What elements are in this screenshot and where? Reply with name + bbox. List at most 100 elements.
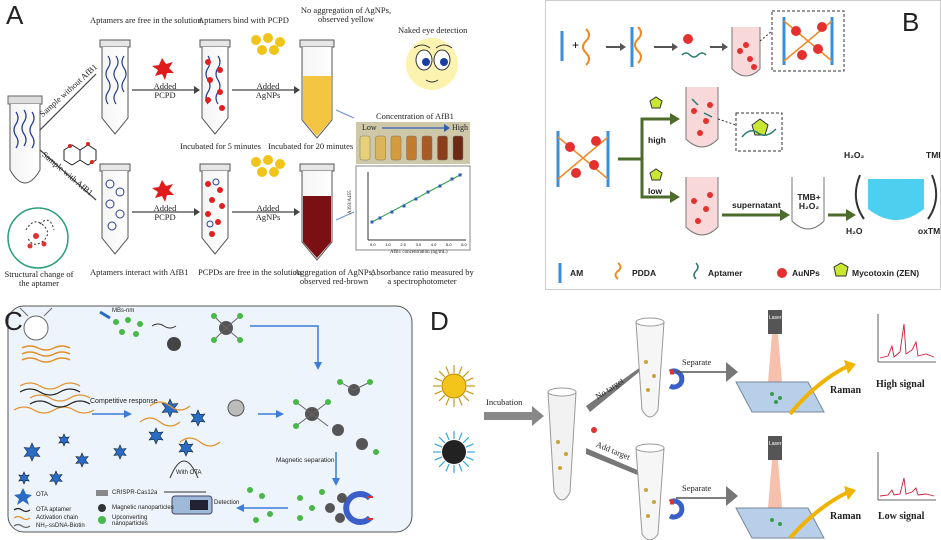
label-raman-2: Raman (830, 511, 862, 522)
target-dot (591, 427, 597, 433)
label-laser-1: Laser (769, 315, 782, 321)
ligand (458, 397, 463, 406)
legend-ota-aptamer: OTA aptamer (36, 507, 72, 513)
tube-top-2 (199, 39, 231, 135)
data-point (390, 210, 394, 214)
tube-top-1 (99, 39, 131, 135)
label-separate-1: Separate (682, 357, 712, 367)
vial (390, 135, 402, 161)
label-incubation: Incubation (486, 397, 523, 407)
flask-icon (19, 307, 53, 341)
ligand (438, 370, 446, 378)
label-with-ota: With OTA (176, 470, 202, 476)
legend-aunps: AuNPs (792, 268, 820, 278)
ligand (458, 463, 463, 472)
label-supernatant: supernatant (732, 200, 781, 210)
label-tmb-h2o2: TMB+ H₂O₂ (797, 192, 821, 211)
ligand (465, 443, 474, 448)
panel-c: C MBs-nm Competitive response Magnetic s… (0, 302, 420, 540)
label-inc5: Incubated for 5 minutes (180, 141, 261, 151)
label-free-pcpd: PCPDs are free in the solution (198, 267, 302, 277)
tube-top-yellow (299, 39, 335, 139)
laser-upper (735, 310, 825, 413)
legend-activation-chain: Activation chain (36, 515, 79, 521)
svg-text:+: + (572, 38, 579, 52)
label-laser-2: Laser (769, 441, 782, 447)
legend-crispr: CRISPR-Cas12a (112, 490, 158, 496)
panel-d-artwork (433, 310, 936, 540)
ota-star (23, 442, 41, 462)
legend-aptamer: Aptamer (708, 268, 743, 278)
ligand (458, 432, 463, 441)
panel-d-letter: D (430, 306, 449, 336)
label-conc: Concentration of AfB1 (376, 111, 454, 121)
spectrometer-icon (164, 460, 213, 515)
legend-ucnp: Upconverting nanoparticles (112, 515, 148, 528)
vials-photo (356, 122, 470, 164)
tube-bot-2 (199, 163, 231, 255)
data-point (450, 177, 454, 181)
probe-black (433, 431, 475, 473)
data-point (414, 197, 418, 201)
label-chart-xlabel: AfB1 concentration (ng/mL) (390, 250, 448, 255)
label-inc20: Incubated for 20 minutes (268, 141, 354, 151)
label-top-bind: Aptamers bind with PCPD (198, 15, 289, 25)
ota-star (190, 409, 206, 427)
ucnp-complex (211, 313, 243, 343)
legend-pdda: PDDA (632, 268, 657, 278)
data-point (426, 190, 430, 194)
label-low-b: low (648, 186, 663, 196)
data-point (370, 220, 374, 224)
panel-b-artwork: + (556, 10, 938, 283)
label-oxtmb: oxTMB (918, 226, 941, 236)
agnp-cluster-bottom (251, 155, 285, 177)
x-tick: 1.0 (385, 242, 391, 247)
ligand (462, 394, 470, 402)
mag-complex (293, 379, 379, 455)
label-competitive: Competitive response (90, 398, 158, 405)
ligand (434, 390, 443, 395)
data-point (438, 184, 442, 188)
spectrum-high (877, 314, 936, 363)
label-agg: Aggregation of AgNPs, observed red-brown (293, 267, 375, 286)
ligand (438, 436, 446, 444)
vial (406, 135, 417, 161)
label-interact: Aptamers interact with AfB1 (90, 267, 189, 277)
label-low-signal: Low signal (878, 511, 925, 522)
ligand (434, 456, 443, 461)
afb1-molecule (63, 142, 97, 166)
ligand (445, 366, 450, 375)
center-complex (139, 399, 245, 447)
ligand (434, 443, 443, 448)
label-naked-eye: Naked eye detection (398, 25, 468, 35)
ota-star (178, 439, 194, 457)
ligand (465, 456, 474, 461)
vial (452, 135, 464, 161)
eyes-icon (406, 38, 458, 90)
tube-bot-brown (299, 163, 335, 261)
x-tick: 4.0 (431, 242, 437, 247)
ota-star (49, 470, 63, 486)
legend-magnetic-np: Magnetic nanoparticles (112, 505, 174, 511)
vial (359, 135, 371, 161)
label-chart-ylabel: A393/A455 (348, 190, 353, 214)
panel-c-artwork (7, 305, 413, 533)
legend-am: AM (570, 268, 584, 278)
laser-lower (735, 436, 825, 539)
label-high-signal: High signal (876, 379, 925, 390)
legend-zen: Mycotoxin (ZEN) (852, 268, 920, 278)
legend-ssdna: NH₂-ssDNA-Biotin (36, 523, 85, 529)
ota-star (113, 444, 127, 460)
label-tmb: TMB (926, 150, 940, 160)
vial (437, 135, 448, 161)
ota-star (18, 471, 30, 485)
data-point (458, 173, 462, 177)
label-h2o2: H₂O₂ (844, 150, 865, 160)
label-high-b: high (648, 135, 666, 145)
ligand (438, 394, 446, 402)
beaker-low (685, 177, 719, 236)
label-magnetic: Magnetic separation (276, 457, 335, 464)
label-h2o: H₂O (846, 226, 863, 236)
ligand (438, 460, 446, 468)
